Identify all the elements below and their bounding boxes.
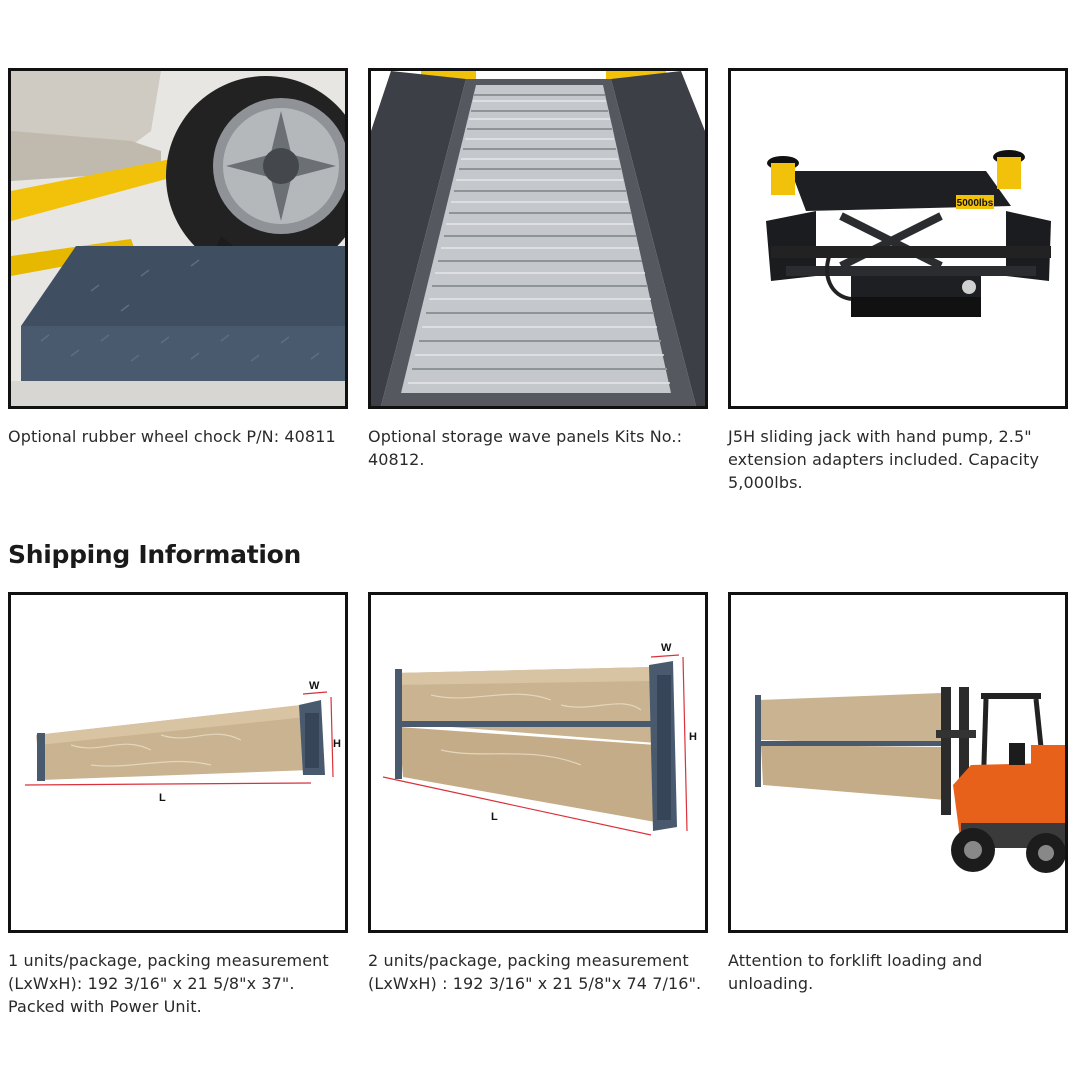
wave-panels-photo [371,71,705,406]
accessory-card-wheel-chock: Optional rubber wheel chock P/N: 40811 [8,68,348,448]
wheel-chock-image [8,68,348,409]
sliding-jack-image: 5000lbs [728,68,1068,409]
wave-panels-image [368,68,708,409]
sliding-jack-caption: J5H sliding jack with hand pump, 2.5" ex… [728,427,1040,492]
forklift-caption: Attention to forklift loading and unload… [728,951,983,993]
height-label: H [333,738,341,750]
forklift-photo [731,595,1065,930]
accessory-card-wave-panels: Optional storage wave panels Kits No.: 4… [368,68,708,471]
jack-capacity-label: 5000lbs [957,198,994,209]
sliding-jack-photo: 5000lbs [731,71,1065,406]
double-package-caption: 2 units/package, packing measurement (Lx… [368,951,702,993]
shipping-card-double: W H L 2 units/package, packing measureme… [368,592,708,995]
length-label: L [491,811,498,823]
single-package-photo: W H L [11,595,345,930]
wheel-chock-photo [11,71,345,406]
double-package-photo: W H L [371,595,705,930]
single-package-image: W H L [8,592,348,933]
wave-panels-caption: Optional storage wave panels Kits No.: 4… [368,427,683,469]
width-label: W [661,642,672,654]
length-label: L [159,792,166,804]
shipping-card-single: W H L 1 units/package, packing measureme… [8,592,348,1018]
shipping-information-heading: Shipping Information [8,540,302,569]
wheel-chock-caption: Optional rubber wheel chock P/N: 40811 [8,427,336,446]
forklift-image [728,592,1068,933]
double-package-image: W H L [368,592,708,933]
height-label: H [689,731,697,743]
accessory-card-sliding-jack: 5000lbs J5H sliding jack with hand pump,… [728,68,1068,494]
shipping-card-forklift: Attention to forklift loading and unload… [728,592,1068,995]
width-label: W [309,680,320,692]
single-package-caption: 1 units/package, packing measurement (Lx… [8,951,329,1016]
